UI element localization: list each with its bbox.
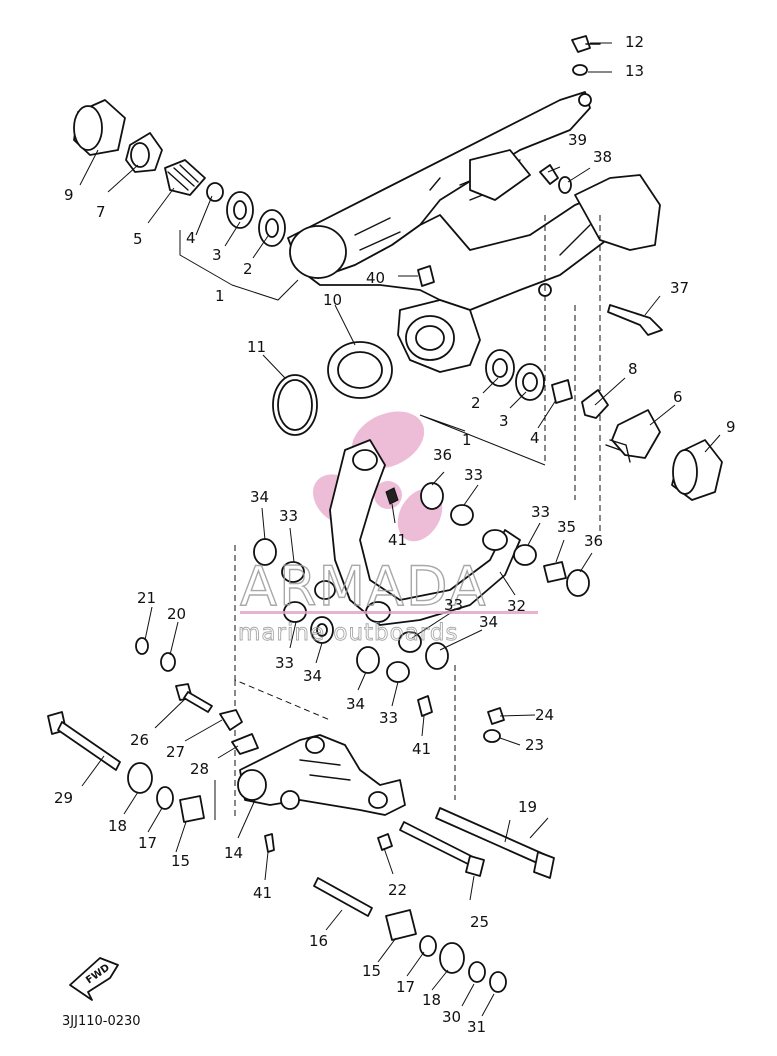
callout-c31: 31 — [467, 1018, 486, 1036]
callout-c15b: 15 — [362, 962, 381, 980]
callout-c36b: 36 — [584, 532, 603, 550]
callout-c19: 19 — [518, 798, 537, 816]
lower-hardware — [47, 637, 555, 993]
callout-c37: 37 — [670, 279, 689, 297]
callout-c13: 13 — [625, 62, 644, 80]
catalog-code: 3JJ110-0230 — [62, 1014, 141, 1029]
forward-arrow-icon: FWD — [69, 957, 119, 1001]
callout-c1a: 1 — [215, 287, 225, 305]
callout-c5: 5 — [133, 230, 143, 248]
callout-c21: 21 — [137, 589, 156, 607]
callout-c34c: 34 — [303, 667, 322, 685]
callout-c18a: 18 — [108, 817, 127, 835]
callout-c33b: 33 — [279, 507, 298, 525]
callout-c40: 40 — [366, 269, 385, 287]
callout-c22: 22 — [388, 881, 407, 899]
callout-c34a: 34 — [250, 488, 269, 506]
callout-c34b: 34 — [479, 613, 498, 631]
callout-c9b: 9 — [726, 418, 736, 436]
callout-c18b: 18 — [422, 991, 441, 1009]
armada-watermark: ARMADA marine outboards — [238, 554, 538, 646]
callout-c41b: 41 — [412, 740, 431, 758]
callout-c3a: 3 — [212, 246, 222, 264]
bushings — [253, 482, 590, 717]
callout-c29: 29 — [54, 789, 73, 807]
callout-c6: 6 — [673, 388, 683, 406]
callout-c15a: 15 — [171, 852, 190, 870]
callout-c33c: 33 — [531, 503, 550, 521]
watermark-title: ARMADA — [240, 555, 488, 618]
callout-c17b: 17 — [396, 978, 415, 996]
callout-c38: 38 — [593, 148, 612, 166]
callout-c28: 28 — [190, 760, 209, 778]
callout-c12: 12 — [625, 33, 644, 51]
callout-c41c: 41 — [253, 884, 272, 902]
callout-c23: 23 — [525, 736, 544, 754]
swingarm — [287, 91, 661, 373]
callout-c3b: 3 — [499, 412, 509, 430]
callout-c26: 26 — [130, 731, 149, 749]
callout-c20: 20 — [167, 605, 186, 623]
callout-c27: 27 — [166, 743, 185, 761]
callout-c4a: 4 — [186, 229, 196, 247]
callout-c2a: 2 — [243, 260, 253, 278]
seals-and-bolts — [272, 35, 663, 436]
callout-c30: 30 — [442, 1008, 461, 1026]
callout-c25: 25 — [470, 913, 489, 931]
callout-c11: 11 — [247, 338, 266, 356]
callout-c10: 10 — [323, 291, 342, 309]
callout-c1b: 1 — [462, 431, 472, 449]
callout-c33d: 33 — [444, 596, 463, 614]
callout-c35: 35 — [557, 518, 576, 536]
callout-c33a: 33 — [464, 466, 483, 484]
left-pivot-parts — [73, 99, 286, 247]
callout-c32: 32 — [507, 597, 526, 615]
callout-c34d: 34 — [346, 695, 365, 713]
right-pivot-parts — [485, 349, 723, 501]
callout-c4b: 4 — [530, 429, 540, 447]
callout-c33f: 33 — [379, 709, 398, 727]
watermark-underline — [240, 611, 538, 614]
callout-c24: 24 — [535, 706, 554, 724]
callout-c16: 16 — [309, 932, 328, 950]
callout-c7: 7 — [96, 203, 106, 221]
callout-c14: 14 — [224, 844, 243, 862]
callout-c8: 8 — [628, 360, 638, 378]
leader-lines — [79, 42, 721, 1017]
callout-c9a: 9 — [64, 186, 74, 204]
alignment-lines — [234, 215, 601, 820]
callout-c36a: 36 — [433, 446, 452, 464]
callout-c2b: 2 — [471, 394, 481, 412]
connecting-arm — [237, 734, 406, 816]
callout-c39: 39 — [568, 131, 587, 149]
callout-c33e: 33 — [275, 654, 294, 672]
watermark-subtitle: marine outboards — [238, 620, 458, 646]
callout-c17a: 17 — [138, 834, 157, 852]
callout-c41a: 41 — [388, 531, 407, 549]
